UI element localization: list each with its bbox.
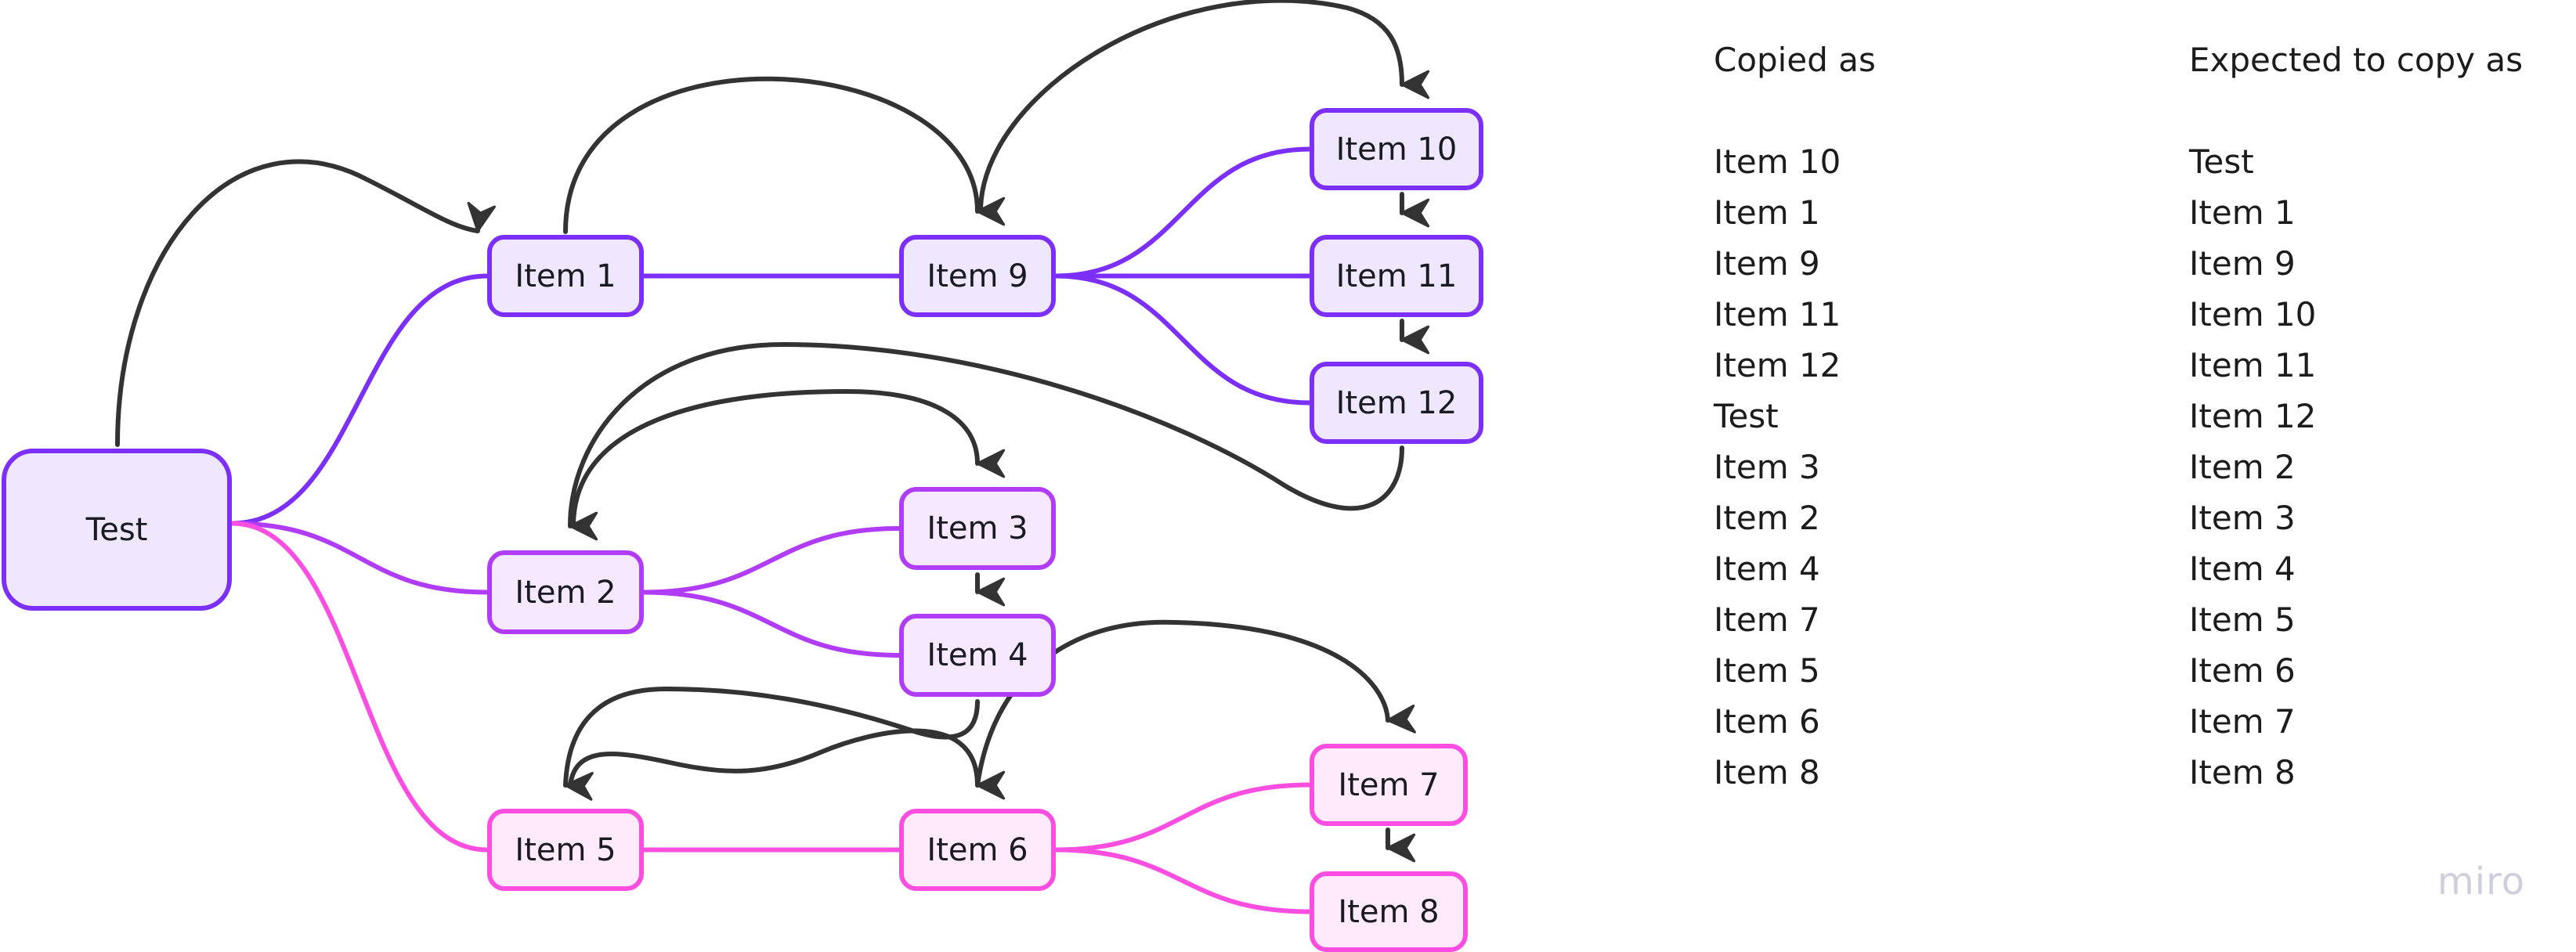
tree-connector-test-item5[interactable]	[231, 521, 488, 853]
order-arrow-item4-item5[interactable]	[563, 686, 980, 801]
expected-list-item: Item 1	[2189, 193, 2296, 232]
expected-list-item: Item 2	[2189, 448, 2296, 486]
copied-list-item: Item 9	[1714, 244, 1820, 283]
expected-header: Expected to copy as	[2189, 41, 2524, 79]
expected-list-item: Item 11	[2189, 346, 2317, 384]
tree-connector-test-item1[interactable]	[231, 273, 488, 526]
order-arrow-item1-item9[interactable]	[563, 76, 1006, 234]
mindmap-node-item3[interactable]: Item 3	[899, 487, 1056, 570]
copied-list-item: Item 4	[1714, 550, 1820, 588]
mindmap-node-item7[interactable]: Item 7	[1310, 744, 1468, 826]
order-arrow-test-item1[interactable]	[115, 159, 496, 447]
mindmap-node-item4[interactable]: Item 4	[899, 614, 1056, 697]
node-label: Item 12	[1335, 384, 1458, 421]
mindmap-node-item12[interactable]: Item 12	[1310, 362, 1483, 444]
copied-list-item: Item 2	[1714, 499, 1820, 537]
mindmap-node-item11[interactable]: Item 11	[1310, 235, 1483, 317]
copied-as-header: Copied as	[1714, 41, 1876, 79]
expected-list-item: Test	[2189, 142, 2254, 181]
tree-connector-item9-item10[interactable]	[1055, 146, 1310, 279]
mindmap-node-item5[interactable]: Item 5	[487, 809, 644, 891]
mindmap-node-item10[interactable]: Item 10	[1310, 108, 1483, 190]
expected-list-item: Item 8	[2189, 753, 2296, 792]
node-label: Item 2	[515, 574, 616, 611]
node-label: Test	[85, 511, 148, 548]
tree-connector-test-item2[interactable]	[231, 521, 488, 595]
expected-list-item: Item 4	[2189, 550, 2296, 588]
node-label: Item 8	[1338, 893, 1440, 930]
expected-list-item: Item 10	[2189, 295, 2317, 334]
node-label: Item 5	[515, 831, 616, 868]
order-arrow-item9-item10[interactable]	[978, 0, 1430, 214]
tree-connector-item2-item4[interactable]	[643, 590, 900, 658]
node-label: Item 3	[927, 510, 1028, 546]
node-label: Item 4	[927, 637, 1028, 673]
tree-connector-item9-item12[interactable]	[1055, 273, 1310, 406]
copied-list-item: Item 10	[1714, 142, 1841, 181]
mindmap-node-item8[interactable]: Item 8	[1310, 871, 1468, 952]
tree-connector-item6-item7[interactable]	[1055, 782, 1310, 853]
order-arrow-item5-item6[interactable]	[568, 728, 1006, 800]
copied-list-item: Item 6	[1714, 702, 1820, 741]
order-arrow-item2-item3[interactable]	[571, 388, 1006, 528]
copied-list-item: Item 11	[1714, 295, 1841, 334]
mindmap-node-item9[interactable]: Item 9	[899, 235, 1056, 317]
node-label: Item 1	[515, 258, 616, 294]
mindmap-node-item2[interactable]: Item 2	[487, 550, 644, 634]
node-label: Item 6	[927, 831, 1028, 868]
mindmap-node-item6[interactable]: Item 6	[899, 809, 1056, 891]
tree-connector-item2-item3[interactable]	[643, 526, 900, 595]
copied-list-item: Test	[1714, 397, 1779, 435]
node-label: Item 11	[1335, 258, 1458, 294]
miro-logo: miro	[2437, 860, 2526, 903]
copied-list-item: Item 7	[1714, 600, 1820, 639]
mindmap-node-test[interactable]: Test	[2, 449, 232, 611]
mindmap-node-item1[interactable]: Item 1	[487, 235, 644, 317]
node-label: Item 9	[927, 258, 1028, 294]
expected-list-item: Item 9	[2189, 244, 2296, 283]
copied-list-item: Item 5	[1714, 651, 1820, 690]
copied-list-item: Item 1	[1714, 193, 1820, 232]
expected-list-item: Item 7	[2189, 702, 2296, 741]
order-arrow-item12-item2[interactable]	[568, 341, 1404, 541]
tree-connector-item6-item8[interactable]	[1055, 847, 1310, 914]
expected-list-item: Item 12	[2189, 397, 2317, 435]
expected-list-item: Item 3	[2189, 499, 2296, 537]
node-label: Item 10	[1335, 131, 1458, 168]
expected-list-item: Item 6	[2189, 651, 2296, 690]
copied-list-item: Item 8	[1714, 753, 1820, 792]
copied-list-item: Item 12	[1714, 346, 1841, 384]
expected-list-item: Item 5	[2189, 600, 2296, 639]
copied-list-item: Item 3	[1714, 448, 1820, 486]
node-label: Item 7	[1338, 766, 1440, 803]
